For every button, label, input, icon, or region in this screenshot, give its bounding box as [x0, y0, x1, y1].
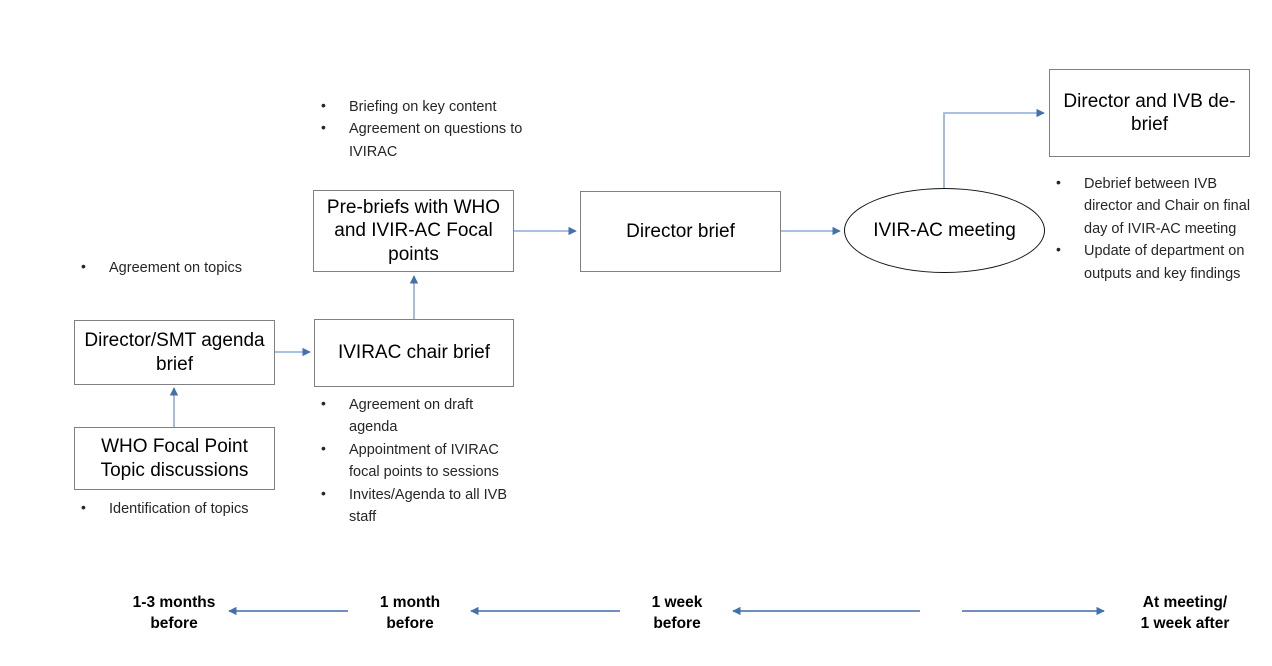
note-item: Update of department on outputs and key … — [1053, 239, 1251, 285]
timeline-label-4-line1: At meeting/ — [1142, 594, 1228, 611]
node-pre-briefs[interactable]: Pre-briefs with WHO and IVIR-AC Focal po… — [313, 190, 514, 272]
node-ivirac-chair-brief[interactable]: IVIRAC chair brief — [314, 319, 514, 387]
timeline-label-1: 1-3 months before — [104, 593, 244, 635]
notes-ivirac-chair-brief: Agreement on draft agenda Appointment of… — [318, 393, 518, 529]
note-item: Invites/Agenda to all IVB staff — [318, 483, 518, 529]
note-item: Appointment of IVIRAC focal points to se… — [318, 438, 518, 484]
timeline-label-2: 1 month before — [340, 593, 480, 635]
edge-ivirac-meeting-to-debrief — [943, 108, 1045, 188]
timeline-label-4: At meeting/ 1 week after — [1110, 593, 1260, 635]
node-pre-briefs-label: Pre-briefs with WHO and IVIR-AC Focal po… — [326, 197, 501, 265]
node-director-ivb-debrief[interactable]: Director and IVB de-brief — [1049, 69, 1250, 157]
node-ivirac-chair-brief-label: IVIRAC chair brief — [337, 342, 491, 364]
node-ivirac-meeting-label: IVIR-AC meeting — [873, 219, 1016, 241]
timeline-label-2-line1: 1 month — [379, 594, 441, 611]
timeline-label-1-line1: 1-3 months — [132, 594, 216, 611]
notes-director-ivb-debrief: Debrief between IVB director and Chair o… — [1053, 172, 1251, 285]
timeline-label-3: 1 week before — [607, 593, 747, 635]
timeline-label-3-line2: before — [653, 614, 701, 632]
node-ivirac-meeting[interactable]: IVIR-AC meeting — [844, 188, 1045, 273]
node-director-brief[interactable]: Director brief — [580, 191, 781, 272]
node-director-ivb-debrief-label: Director and IVB de-brief — [1063, 90, 1236, 135]
note-item: Agreement on questions to IVIRAC — [318, 117, 534, 163]
node-who-focal-point[interactable]: WHO Focal Point Topic discussions — [74, 427, 275, 490]
note-item: Briefing on key content — [318, 95, 534, 118]
notes-pre-briefs: Briefing on key content Agreement on que… — [318, 95, 534, 163]
node-director-smt-label: Director/SMT agenda brief — [84, 330, 265, 375]
note-item: Agreement on topics — [78, 256, 258, 279]
notes-who-focal-point: Identification of topics — [78, 497, 258, 520]
note-item: Identification of topics — [78, 497, 258, 520]
timeline-label-1-line2: before — [150, 614, 198, 632]
node-director-smt[interactable]: Director/SMT agenda brief — [74, 320, 275, 385]
note-item: Debrief between IVB director and Chair o… — [1053, 172, 1251, 240]
node-who-focal-point-label: WHO Focal Point Topic discussions — [100, 436, 249, 481]
timeline-label-2-line2: before — [386, 614, 434, 632]
timeline-label-3-line1: 1 week — [651, 594, 703, 611]
node-director-brief-label: Director brief — [626, 220, 735, 242]
timeline-label-4-line2: 1 week after — [1140, 614, 1230, 632]
notes-director-smt: Agreement on topics — [78, 256, 258, 279]
note-item: Agreement on draft agenda — [318, 393, 518, 439]
